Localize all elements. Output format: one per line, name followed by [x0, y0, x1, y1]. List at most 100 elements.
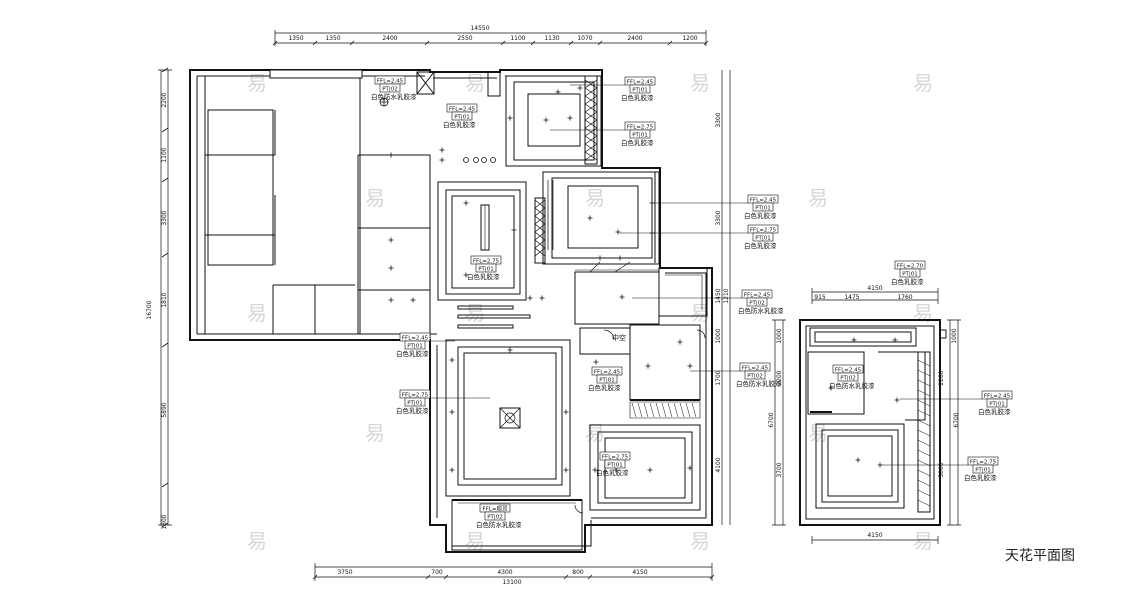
drawing-title: 天花平面图 [1005, 548, 1075, 564]
lamp-marker-icon [388, 265, 394, 271]
bottom-dimension: 3750 [337, 569, 352, 576]
lamp-markers [388, 85, 900, 473]
tick-mark [443, 574, 449, 580]
lamp-marker-icon [463, 272, 469, 278]
bottom-dimension: 4150 [632, 569, 647, 576]
tick-mark [530, 40, 536, 46]
watermark-glyph: 易 [913, 529, 933, 553]
pt-text: PT|01 [755, 206, 771, 212]
lamp-marker-icon [592, 467, 598, 473]
finish-note: 白色乳胶漆 [396, 406, 429, 415]
pt-text: PT|01 [454, 115, 470, 121]
bottom-dimension: 4300 [497, 569, 512, 576]
pt-box [752, 202, 774, 212]
side-left-dimension: 1000 [776, 328, 783, 343]
pt-text: PT|01 [478, 267, 494, 273]
watermark-glyph: 易 [365, 421, 385, 445]
ffl-text: FFL=2.45 [835, 368, 862, 374]
side-bottom-total: 4150 [867, 532, 882, 539]
watermark-glyph: 易 [913, 301, 933, 325]
lamp-marker-icon [511, 227, 517, 233]
bottom-dimension: 700 [431, 569, 443, 576]
top-dimension: 1130 [544, 35, 559, 42]
finish-note: 白色乳胶漆 [588, 383, 621, 392]
lamp-marker-icon [855, 457, 861, 463]
watermark-glyph: 易 [690, 71, 710, 95]
right-dimension: 1450 [715, 288, 722, 303]
lamp-marker-icon [617, 255, 623, 261]
left-total-dimension: 16700 [146, 300, 153, 319]
finish-note: 白色乳胶漆 [978, 407, 1011, 416]
ffl-text: FFL=2.45 [594, 370, 621, 376]
tick-mark [312, 40, 318, 46]
lamp-marker-icon [577, 85, 583, 91]
ffl-text: FFL=2.75 [750, 228, 777, 234]
lamp-marker-icon [593, 359, 599, 365]
watermark-glyph: 易 [247, 301, 267, 325]
top-dimension: 1070 [577, 35, 592, 42]
side-right-dimension: 3000 [938, 462, 945, 477]
left-dimension: 1800 [161, 514, 168, 529]
lamp-marker-icon [507, 115, 513, 121]
left-dimension: 5890 [161, 402, 168, 417]
tick-mark [161, 342, 169, 348]
pt-text: PT|02 [382, 87, 398, 93]
lamp-marker-icon [567, 115, 573, 121]
tick-mark [161, 252, 169, 258]
ffl-text: FFL=2.45 [984, 394, 1011, 400]
finish-note: 白色防水乳胶漆 [476, 520, 522, 529]
pt-text: PT|02 [749, 301, 765, 307]
finish-note: 白色乳胶漆 [744, 241, 777, 250]
top-dimension: 1100 [510, 35, 525, 42]
pt-box [475, 263, 497, 273]
side-left-dimension: 2200 [776, 370, 783, 385]
pt-text: PT|01 [407, 401, 423, 407]
finish-note: 白色防水乳胶漆 [371, 92, 417, 101]
lamp-marker-icon [687, 465, 693, 471]
pt-box [596, 374, 618, 384]
pt-box [451, 111, 473, 121]
lamp-marker-icon [463, 200, 469, 206]
watermark-glyph: 易 [913, 71, 933, 95]
pt-text: PT|01 [902, 272, 918, 278]
left-dimension: 1810 [161, 292, 168, 307]
side-right-dimension: 2200 [938, 370, 945, 385]
tick-mark [568, 40, 574, 46]
ceiling-symbol-icon [379, 97, 389, 107]
lamp-marker-icon [615, 229, 621, 235]
lamp-marker-icon [449, 409, 455, 415]
watermark-layer: 易易易易易易易易易易易易易易易易易易 [247, 71, 933, 553]
lamp-marker-icon [687, 363, 693, 369]
pt-box [404, 397, 426, 407]
finish-note: 白色乳胶漆 [443, 120, 476, 129]
main-plan-walls [189, 69, 713, 553]
tick-mark [161, 177, 169, 183]
lamp-marker-icon [619, 294, 625, 300]
finish-note: 白色乳胶漆 [964, 473, 997, 482]
watermark-glyph: 易 [465, 529, 485, 553]
finish-note: 白色防水乳胶漆 [736, 379, 782, 388]
lamp-marker-icon [439, 147, 445, 153]
lamp-marker-icon [555, 89, 561, 95]
pt-text: PT|01 [407, 344, 423, 350]
lamp-marker-icon [507, 347, 513, 353]
watermark-glyph: 易 [465, 71, 485, 95]
left-dimension: 2200 [161, 92, 168, 107]
finish-note: 白色乳胶漆 [621, 138, 654, 147]
pt-box [629, 84, 651, 94]
ffl-text: FFL=2.75 [473, 259, 500, 265]
ffl-text: FFL=2.75 [970, 460, 997, 466]
dimension-ticks [161, 40, 715, 580]
top-dimension: 2550 [457, 35, 472, 42]
watermark-glyph: 易 [808, 186, 828, 210]
